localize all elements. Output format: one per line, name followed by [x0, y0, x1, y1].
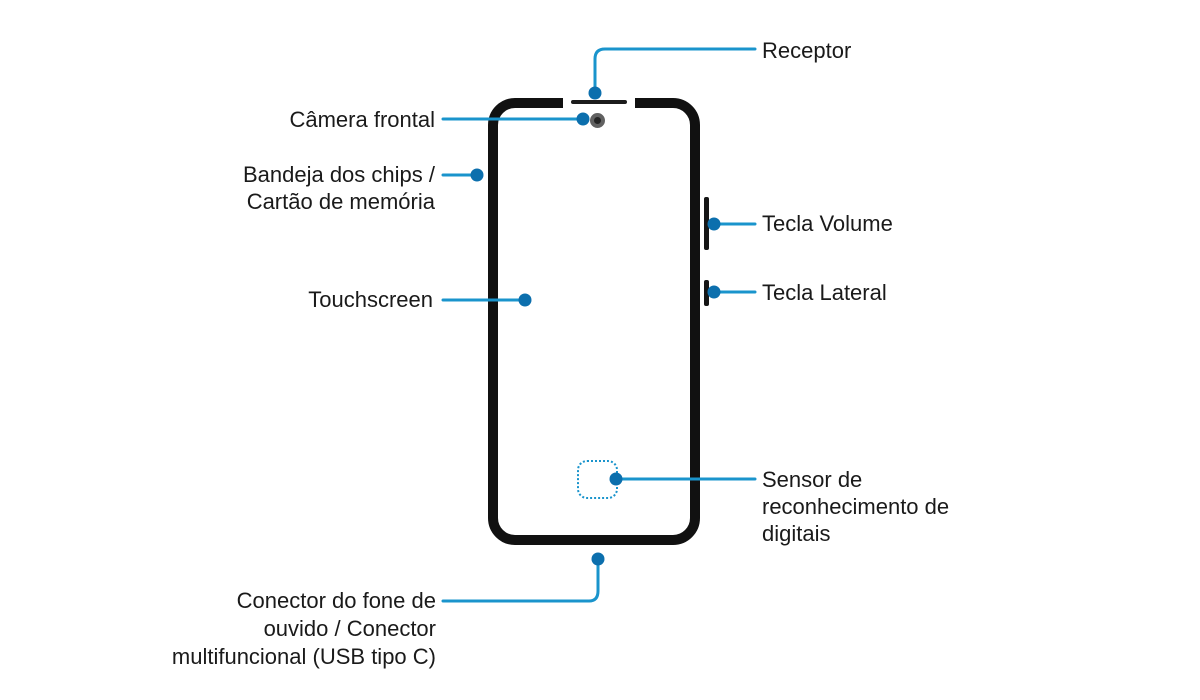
label-touchscreen: Touchscreen: [308, 287, 433, 312]
receiver-speaker-slot: [571, 100, 627, 104]
label-camera-frontal: Câmera frontal: [289, 107, 435, 132]
front-camera: [590, 113, 605, 128]
label-bandeja-chips: Bandeja dos chips / Cartão de memória: [242, 162, 435, 214]
label-receptor: Receptor: [762, 38, 852, 63]
callout-dot-volume: [707, 217, 721, 231]
label-tecla-lateral: Tecla Lateral: [762, 280, 887, 305]
label-sensor-digitais: Sensor de reconhecimento de digitais: [762, 467, 950, 546]
callout-line-conector: [441, 561, 600, 603]
callout-dot-bandeja: [470, 168, 484, 182]
callout-dot-conector: [591, 552, 605, 566]
callout-line-receptor: [593, 47, 757, 90]
side-key: [704, 280, 709, 306]
label-conector: Conector do fone de ouvido / Conector mu…: [171, 588, 436, 669]
callout-dot-lateral: [707, 285, 721, 299]
label-tecla-volume: Tecla Volume: [762, 211, 893, 236]
fingerprint-sensor-area: [577, 460, 618, 499]
volume-key: [704, 197, 709, 250]
